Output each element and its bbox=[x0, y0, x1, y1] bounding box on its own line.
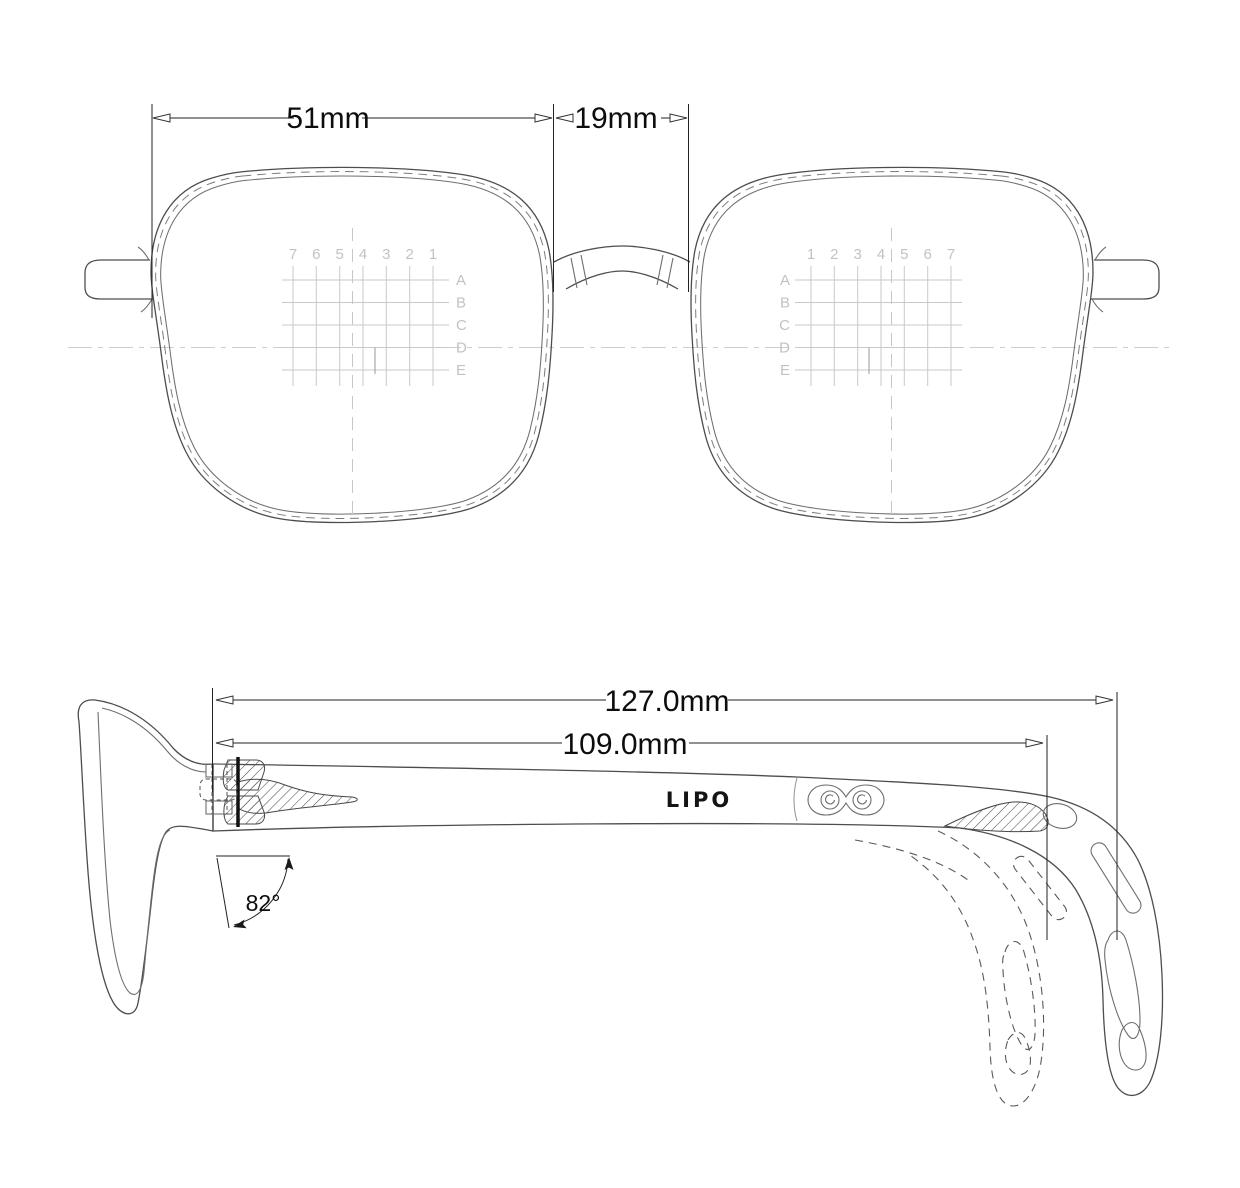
left-grid-row-label: C bbox=[456, 317, 467, 334]
temple-length-dimension: 127.0mm bbox=[604, 685, 729, 718]
left-grid-col-label: 4 bbox=[359, 246, 367, 263]
left-grid-col-label: 3 bbox=[382, 246, 390, 263]
right-lens-grid: 1 2 3 4 5 6 7 A B C D E bbox=[779, 246, 962, 386]
left-grid-row-label: B bbox=[456, 295, 466, 312]
temple-spring-cutout bbox=[807, 784, 885, 816]
left-grid-col-label: 7 bbox=[289, 246, 297, 263]
left-grid-col-label: 6 bbox=[312, 246, 320, 263]
side-dimensions: 127.0mm 109.0mm bbox=[212, 685, 1118, 940]
right-grid-col-label: 7 bbox=[947, 246, 955, 263]
left-grid-col-label: 5 bbox=[336, 246, 344, 263]
temple-tip-cutouts bbox=[1090, 842, 1147, 1071]
right-grid-col-label: 4 bbox=[877, 246, 885, 263]
front-view: 7 6 5 4 3 2 1 A B C D E 1 2 3 4 5 6 7 A … bbox=[68, 102, 1172, 524]
right-grid-row-label: A bbox=[780, 272, 790, 289]
right-grid-col-label: 5 bbox=[900, 246, 908, 263]
bridge bbox=[553, 245, 691, 290]
temple-front-length-dimension: 109.0mm bbox=[562, 728, 687, 761]
left-lens bbox=[84, 166, 554, 524]
temple-arm: LIPO bbox=[212, 763, 1164, 1107]
right-grid-row-label: E bbox=[780, 362, 790, 379]
right-lens bbox=[690, 166, 1160, 524]
temple-core-wedge bbox=[943, 801, 1049, 833]
left-grid-row-label: D bbox=[456, 340, 467, 357]
pantoscopic-angle-value: 82° bbox=[246, 890, 281, 916]
right-grid-col-label: 3 bbox=[854, 246, 862, 263]
bridge-width-dimension: 19mm bbox=[574, 102, 657, 135]
right-grid-row-label: B bbox=[780, 295, 790, 312]
right-grid-row-label: C bbox=[779, 317, 790, 334]
lens-width-dimension: 51mm bbox=[286, 102, 369, 135]
angle-annotation: 82° bbox=[216, 855, 294, 932]
left-grid-row-label: E bbox=[456, 362, 466, 379]
left-lens-grid: 7 6 5 4 3 2 1 A B C D E bbox=[282, 246, 467, 386]
left-grid-row-label: A bbox=[456, 272, 466, 289]
right-grid-col-label: 6 bbox=[924, 246, 932, 263]
left-grid-col-label: 2 bbox=[406, 246, 414, 263]
brand-logo: LIPO bbox=[666, 788, 732, 812]
right-grid-row-label: D bbox=[779, 340, 790, 357]
hinge-assembly bbox=[199, 757, 358, 827]
left-grid-col-label: 1 bbox=[429, 246, 437, 263]
front-dimensions: 51mm 19mm bbox=[151, 102, 689, 318]
temple-tip-ghost bbox=[854, 830, 1068, 1107]
right-grid-col-label: 1 bbox=[807, 246, 815, 263]
side-view: LIPO bbox=[77, 685, 1164, 1107]
frame-profile bbox=[77, 699, 214, 1015]
right-grid-col-label: 2 bbox=[830, 246, 838, 263]
temple-hole bbox=[1042, 803, 1078, 829]
